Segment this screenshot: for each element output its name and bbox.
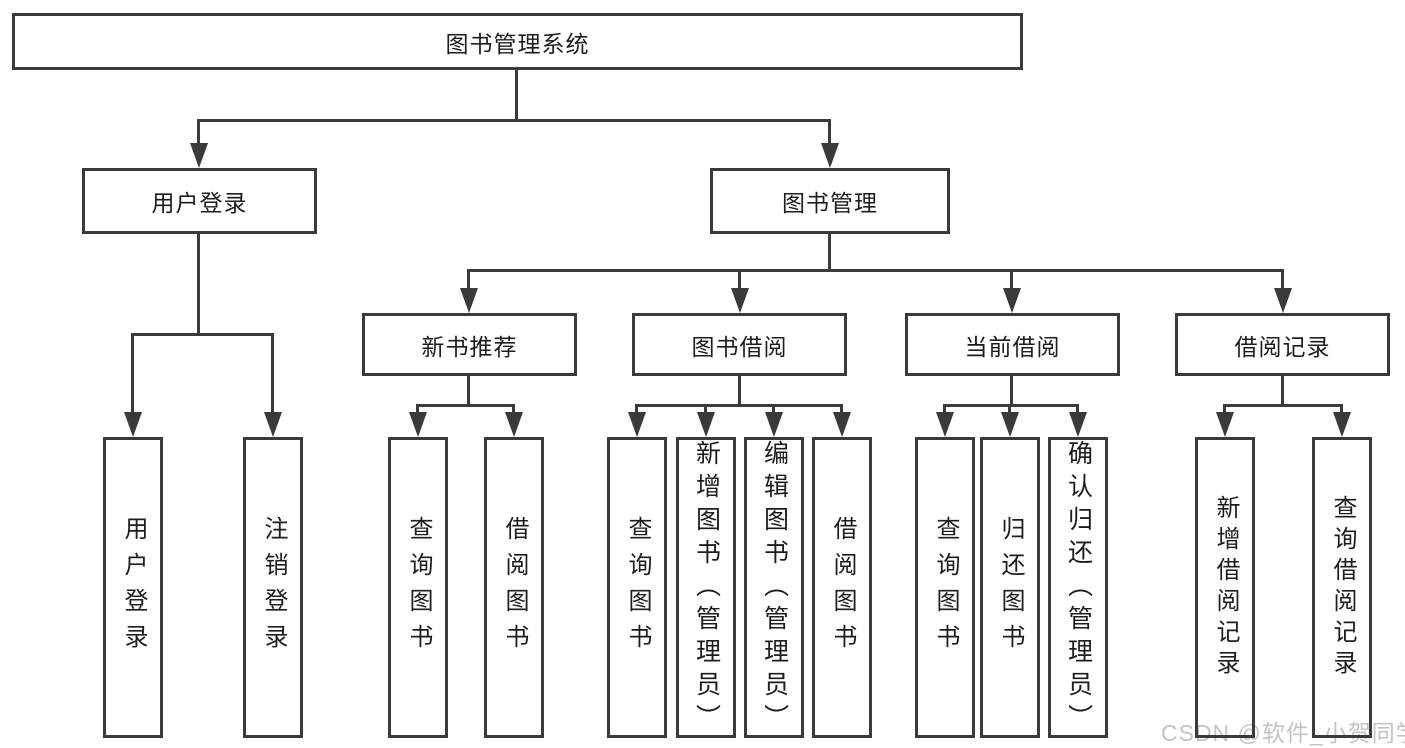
leaf-label: 借阅图书	[829, 515, 856, 660]
connector-line-h	[943, 404, 1079, 407]
leaf-query-book-3: 查询图书	[915, 437, 975, 738]
arrow-down-icon	[1333, 412, 1351, 437]
leaf-logout: 注销登录	[243, 437, 303, 738]
arrow-down-icon	[1274, 288, 1292, 313]
node-book-management-branch: 图书管理	[710, 168, 950, 234]
node-user-login-branch: 用户登录	[82, 168, 317, 234]
connector-line-v	[197, 233, 200, 336]
arrow-down-icon	[1069, 412, 1087, 437]
leaf-label: 确认归还（管理员）	[1064, 440, 1093, 737]
arrow-down-icon	[1001, 412, 1019, 437]
connector-line-v	[467, 376, 470, 407]
arrow-down-icon	[833, 412, 851, 437]
connector-line-v	[635, 404, 638, 416]
connector-line-v	[1010, 376, 1013, 407]
connector-line-v	[840, 404, 843, 416]
leaf-query-book-1: 查询图书	[388, 437, 448, 738]
connector-line-v	[515, 69, 518, 121]
node-borrowing-records: 借阅记录	[1175, 313, 1390, 376]
csdn-watermark: CSDN @软件_小贺同学	[1161, 720, 1405, 746]
connector-line-v	[828, 233, 831, 272]
arrow-down-icon	[124, 412, 142, 437]
connector-line-h	[635, 404, 843, 407]
arrow-down-icon	[628, 412, 646, 437]
leaf-label: 编辑图书（管理员）	[760, 440, 789, 737]
node-label: 新书推荐	[421, 333, 518, 360]
leaf-label: 新增图书（管理员）	[692, 440, 721, 737]
connector-line-v	[1281, 269, 1284, 291]
connector-line-v	[943, 404, 946, 416]
arrow-down-icon	[821, 143, 839, 168]
arrow-down-icon	[1216, 412, 1234, 437]
node-label: 图书借阅	[691, 333, 788, 360]
leaf-query-book-2: 查询图书	[607, 437, 667, 738]
leaf-confirm-return-admin: 确认归还（管理员）	[1048, 437, 1108, 738]
node-label: 借阅记录	[1234, 333, 1331, 360]
node-current-borrowing: 当前借阅	[905, 313, 1120, 376]
leaf-borrow-book-2: 借阅图书	[812, 437, 872, 738]
connector-line-v	[1223, 404, 1226, 416]
connector-line-v	[131, 333, 134, 416]
connector-line-v	[416, 404, 419, 416]
node-book-borrowing: 图书借阅	[632, 313, 847, 376]
leaf-user-login: 用户登录	[103, 437, 163, 738]
connector-line-v	[197, 119, 200, 147]
leaf-edit-book-admin: 编辑图书（管理员）	[744, 437, 804, 738]
leaf-add-book-admin: 新增图书（管理员）	[676, 437, 736, 738]
connector-line-v	[1010, 269, 1013, 291]
arrow-down-icon	[409, 412, 427, 437]
leaf-borrow-book-1: 借阅图书	[484, 437, 544, 738]
connector-line-h	[416, 404, 515, 407]
arrow-down-icon	[264, 412, 282, 437]
node-label: 当前借阅	[964, 333, 1061, 360]
arrow-down-icon	[697, 412, 715, 437]
connector-line-v	[1076, 404, 1079, 416]
connector-line-v	[1008, 404, 1011, 416]
leaf-label: 查询图书	[932, 515, 959, 660]
connector-line-v	[271, 333, 274, 416]
leaf-query-borrow-record: 查询借阅记录	[1312, 437, 1372, 738]
node-label: 图书管理系统	[445, 30, 590, 57]
leaf-label: 用户登录	[120, 515, 147, 660]
connector-line-v	[704, 404, 707, 416]
connector-line-v	[828, 119, 831, 147]
leaf-label: 注销登录	[260, 515, 287, 660]
connector-line-v	[738, 269, 741, 291]
connector-line-h	[131, 333, 274, 336]
connector-line-v	[1340, 404, 1343, 416]
arrow-down-icon	[731, 288, 749, 313]
arrow-down-icon	[1003, 288, 1021, 313]
arrow-down-icon	[505, 412, 523, 437]
node-label: 图书管理	[782, 190, 878, 216]
leaf-label: 查询图书	[624, 515, 651, 660]
leaf-label: 查询图书	[405, 515, 432, 660]
connector-line-v	[1281, 376, 1284, 407]
leaf-label: 新增借阅记录	[1212, 494, 1239, 681]
leaf-return-book: 归还图书	[980, 437, 1040, 738]
connector-line-v	[772, 404, 775, 416]
arrow-down-icon	[936, 412, 954, 437]
arrow-down-icon	[765, 412, 783, 437]
node-label: 用户登录	[151, 190, 248, 216]
arrow-down-icon	[460, 288, 478, 313]
connector-line-v	[467, 269, 470, 291]
node-root-system: 图书管理系统	[12, 13, 1023, 70]
connector-line-v	[738, 376, 741, 407]
leaf-label: 借阅图书	[501, 515, 528, 660]
arrow-down-icon	[190, 143, 208, 168]
node-new-book-recommend: 新书推荐	[362, 313, 577, 376]
connector-line-h	[467, 269, 1284, 272]
connector-line-h	[197, 119, 831, 122]
leaf-label: 查询借阅记录	[1329, 494, 1356, 681]
leaf-label: 归还图书	[997, 515, 1024, 660]
connector-line-h	[1223, 404, 1343, 407]
leaf-add-borrow-record: 新增借阅记录	[1195, 437, 1255, 738]
connector-line-v	[512, 404, 515, 416]
